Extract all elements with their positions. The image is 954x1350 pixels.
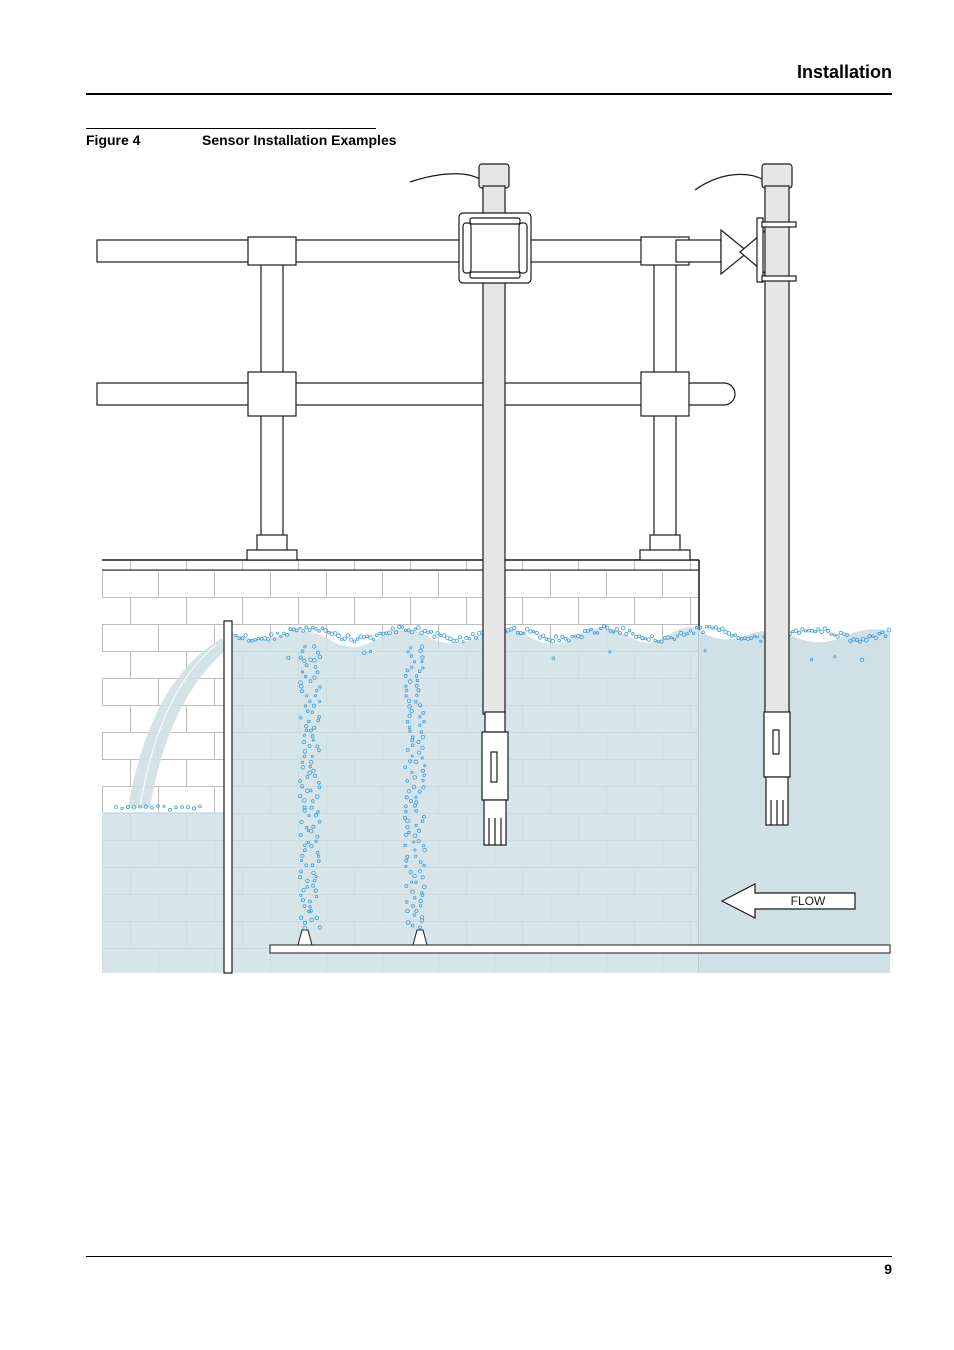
bubble [843,633,846,636]
bubble [805,630,807,632]
bubble [727,632,731,636]
bubble [817,628,820,631]
flow-label: FLOW [791,894,826,908]
bubble [833,634,835,636]
footer-rule [86,1256,892,1257]
bubble [708,625,711,628]
bubble [794,629,797,632]
bubble [830,633,832,635]
bubble [721,627,725,631]
bubble [801,628,804,631]
bubble [705,626,707,628]
bubble [714,626,718,630]
bubble [712,627,714,629]
bubble [734,634,737,637]
bubble [836,635,839,638]
page-number: 9 [884,1261,892,1277]
bubble [887,628,891,632]
bubble [702,631,705,634]
bubble [798,631,801,634]
bubble [826,629,829,632]
bubble [839,631,842,634]
bubble [823,627,826,630]
bubble [814,630,817,633]
handrail [97,230,766,560]
bubble [731,635,734,638]
bubble [807,629,810,632]
bubble [811,629,814,632]
bubble [820,630,824,634]
sensor-installation-illustration: FLOW [0,0,954,1000]
bubble [792,630,794,632]
weir-plate [224,621,232,973]
